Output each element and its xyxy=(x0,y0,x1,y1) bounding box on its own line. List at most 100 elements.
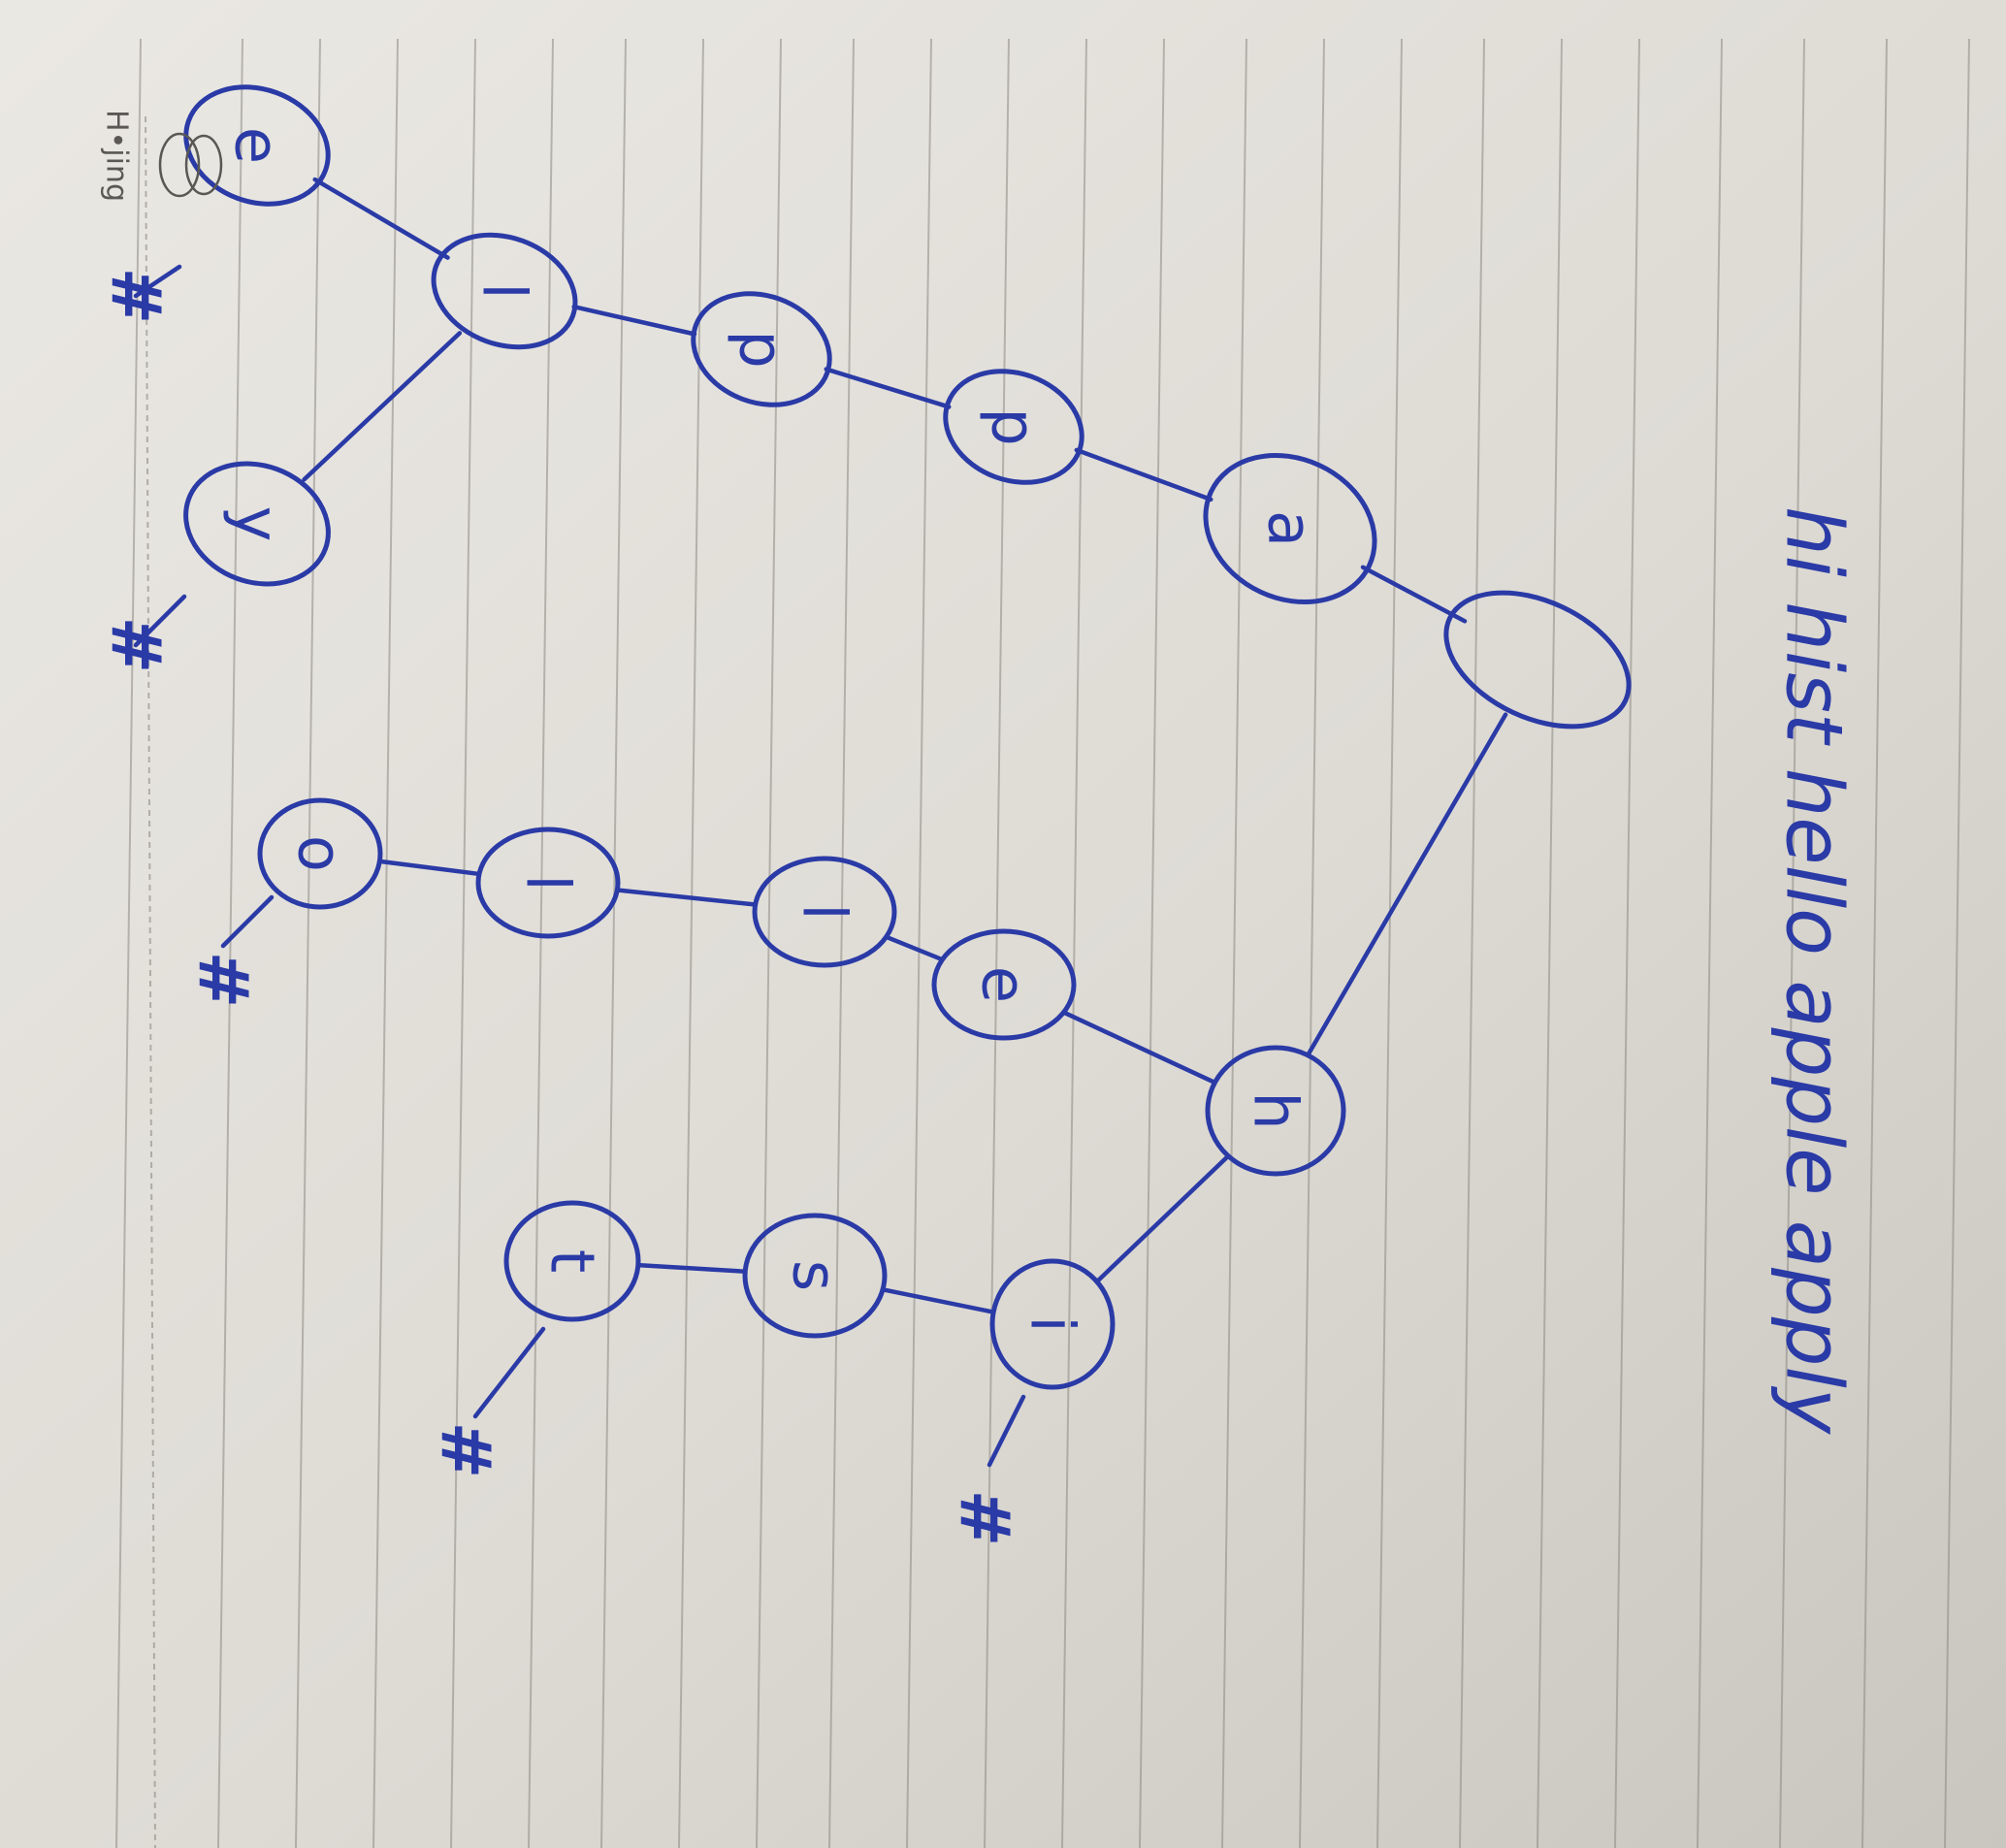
node-letter: i xyxy=(1018,1315,1088,1332)
node-circle xyxy=(183,461,331,587)
tree-edge xyxy=(1305,712,1508,1058)
tree-node: t xyxy=(503,1200,641,1322)
tree-edge xyxy=(884,934,945,962)
tree-node: e xyxy=(931,928,1077,1041)
node-letter: s xyxy=(780,1260,851,1291)
node-circle xyxy=(183,84,331,207)
tree-edge xyxy=(571,304,697,337)
tree-edge xyxy=(824,367,952,409)
node-letter: y xyxy=(222,506,293,542)
node-circle xyxy=(931,928,1077,1041)
node-letter: l xyxy=(513,874,584,891)
node-letter: p xyxy=(979,407,1050,445)
ruled-line xyxy=(217,38,243,1848)
tree-edge xyxy=(1061,1010,1217,1086)
title-text: hi hist hello apple apply xyxy=(1769,506,1860,1436)
ruled-line xyxy=(450,38,476,1848)
end-edge xyxy=(133,264,182,299)
node-circle xyxy=(503,1200,641,1322)
node-circle xyxy=(989,1258,1116,1390)
node-letter: t xyxy=(537,1249,608,1273)
tree-node: e xyxy=(183,84,331,207)
tree-edges xyxy=(302,177,1508,1314)
node-letter: h xyxy=(1241,1091,1311,1129)
tree-node: y xyxy=(183,461,331,587)
node-circle xyxy=(1205,1045,1346,1177)
brand-logo: H•jing xyxy=(100,110,134,202)
ruled-line xyxy=(1299,38,1325,1848)
tree-edge xyxy=(1360,565,1468,624)
ruled-line xyxy=(295,38,321,1848)
title-group: hi hist hello apple apply xyxy=(1769,506,1860,1436)
ruled-line xyxy=(1537,38,1563,1848)
tree-node: l xyxy=(431,232,578,350)
ruled-line xyxy=(906,38,932,1848)
tree-node: a xyxy=(1203,452,1377,605)
tree-edge xyxy=(880,1287,996,1314)
node-letter: e xyxy=(222,127,293,164)
end-edge xyxy=(987,1394,1026,1468)
logo-sprout-icon xyxy=(158,132,223,198)
node-circle xyxy=(691,291,832,407)
tree-edge xyxy=(312,177,450,260)
logo-text: H•jing xyxy=(100,110,134,202)
ruled-line xyxy=(1861,38,1888,1848)
margin-line xyxy=(145,115,156,1848)
ruled-line xyxy=(1139,38,1165,1848)
ruled-line xyxy=(678,38,704,1848)
ruled-line xyxy=(1697,38,1723,1848)
ruled-line xyxy=(984,38,1010,1848)
ruled-line xyxy=(115,38,142,1848)
tree-edge xyxy=(635,1262,748,1274)
end-edge xyxy=(133,594,187,648)
ruled-line xyxy=(1459,38,1485,1848)
node-letter: e xyxy=(969,966,1040,1003)
end-hash-mark: # xyxy=(96,268,176,325)
node-letter: p xyxy=(727,330,797,368)
tree-node: p xyxy=(943,369,1084,485)
tree-node: l xyxy=(475,827,621,939)
node-circle xyxy=(431,232,578,350)
end-edge xyxy=(472,1326,546,1419)
tree-edge xyxy=(615,888,758,907)
end-hash-mark: # xyxy=(183,952,263,1009)
ruled-line xyxy=(372,38,399,1848)
node-letter: o xyxy=(285,835,356,872)
node-circle xyxy=(752,856,897,968)
tree-nodes: a p p l e y h e l l o i s t xyxy=(183,84,1632,1390)
tree-node: s xyxy=(742,1213,888,1339)
tree-node: o xyxy=(257,797,383,910)
node-letter: a xyxy=(1255,510,1326,547)
node-circle xyxy=(943,369,1084,485)
node-letter: l xyxy=(790,903,860,920)
node-letter: l xyxy=(469,282,540,299)
node-circle xyxy=(742,1213,888,1339)
node-circle xyxy=(257,797,383,910)
node-circle xyxy=(1203,452,1377,605)
end-edge xyxy=(220,894,275,949)
end-hash-mark: # xyxy=(945,1490,1024,1547)
ruled-line xyxy=(1221,38,1247,1848)
tree-node xyxy=(1443,590,1632,729)
tree-node: p xyxy=(691,291,832,407)
tree-edge xyxy=(302,331,463,482)
ruled-line xyxy=(1944,38,1970,1848)
end-hash-mark: # xyxy=(96,617,176,674)
tree-node: l xyxy=(752,856,897,968)
ruled-line xyxy=(1614,38,1640,1848)
tree-edge xyxy=(377,859,482,877)
end-hash-mark: # xyxy=(426,1422,505,1479)
tree-node: i xyxy=(989,1258,1116,1390)
tree-node: h xyxy=(1205,1045,1346,1177)
ruled-line xyxy=(1779,38,1805,1848)
ruled-line xyxy=(600,38,627,1848)
tree-edge xyxy=(1074,447,1213,503)
ruled-line xyxy=(1376,38,1403,1848)
ruled-line xyxy=(828,38,855,1848)
node-circle xyxy=(1443,590,1632,729)
tree-edge xyxy=(1094,1153,1231,1284)
end-markers: # # # # # xyxy=(96,264,1026,1547)
node-circle xyxy=(475,827,621,939)
